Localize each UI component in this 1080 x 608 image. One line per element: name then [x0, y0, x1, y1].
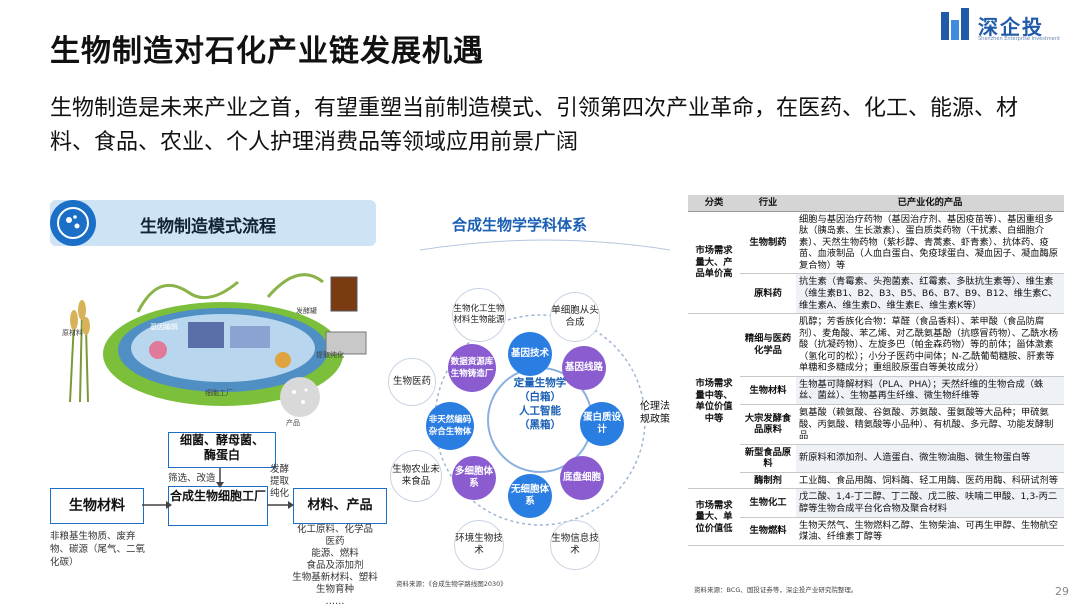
label-fermenter: 发酵罐	[296, 307, 317, 315]
table-row: 新型食品原料 新原料和添加剂、人造蛋白、微生物油脂、微生物蛋白等	[688, 444, 1064, 473]
products-note: 化工原料、化学品 医药 能源、燃料 食品及添加剂 生物基新材料、塑料 生物育种 …	[292, 524, 378, 607]
synbio-center: 定量生物学 （白箱） 人工智能 （黑箱）	[496, 376, 584, 432]
ring-multicellular: 多细胞体系	[452, 456, 496, 500]
category-cell: 市场需求量中等、单位价值中等	[688, 313, 740, 490]
ring-cell-free: 无细胞体系	[508, 474, 552, 518]
table-row: 大宗发酵食品原料 氨基酸（赖氨酸、谷氨酸、苏氨酸、蛋氨酸等大品种；甲硫氨酸、丙氨…	[688, 404, 1064, 445]
category-cell: 市场需求量大、产品单价高	[688, 211, 740, 315]
header-products: 已产业化的产品	[796, 195, 1064, 212]
product-cell: 工业酶、食品用酶、饲料酶、轻工用酶、医药用酶、科研试剂等	[796, 472, 1064, 490]
process-title: 生物制造模式流程	[140, 217, 276, 237]
product-cell: 戊二酸、1,4-丁二醇、丁二酸、戊二胺、呋喃二甲酸、1,3-丙二醇等生物合成平台…	[796, 488, 1064, 518]
product-table: 分类 行业 已产业化的产品 市场需求量大、产品单价高 生物制药 细胞与基因治疗药…	[688, 195, 1064, 546]
ring-protein-design: 蛋白质设计	[580, 402, 624, 446]
label-cell-factory: 细胞工厂	[205, 389, 233, 397]
ring-data-foundry: 数据资源库生物铸造厂	[448, 344, 496, 392]
industry-cell: 生物化工	[740, 488, 796, 518]
synbio-title: 合成生物学学科体系	[452, 216, 588, 234]
cell-factory-box: 合成生物细胞工厂	[168, 486, 268, 526]
ring-gene-tech: 基因技术	[508, 332, 552, 376]
product-cell: 生物天然气、生物燃料乙醇、生物柴油、可再生甲醇、生物航空煤油、纤维素丁醇等	[796, 517, 1064, 546]
ring-unnatural-coding: 非天然编码杂合生物体	[426, 402, 474, 450]
center-line-3: 人工智能	[519, 405, 561, 417]
product-cell: 肌醇；芳香族化合物：草醛（食品香料）、苯甲酸（食品防腐剂）、麦角酸、苯乙烯、对乙…	[796, 313, 1064, 377]
synbio-title-arc	[419, 239, 671, 251]
table-row: 市场需求量大、产品单价高 生物制药 细胞与基因治疗药物（基因治疗剂、基因疫苗等）…	[688, 211, 1064, 315]
table-row: 市场需求量大、单位价值低 生物化工 戊二酸、1,4-丁二醇、丁二酸、戊二胺、呋喃…	[688, 488, 1064, 546]
table-row: 原料药 抗生素（青霉素、头孢菌素、红霉素、多肽抗生素等）、维生素（维生素B1、B…	[688, 273, 1064, 315]
flow-arrows	[142, 468, 294, 509]
category-cell: 市场需求量大、单位价值低	[688, 488, 740, 546]
center-line-2: （白箱）	[519, 391, 561, 403]
logo-subtitle: Shenzhen Enterprise Investment	[978, 36, 1060, 42]
ferment-label: 发酵 提取 纯化	[270, 464, 290, 499]
slide-subtitle: 生物制造是未来产业之首，有望重塑当前制造模式、引领第四次产业革命，在医药、化工、…	[50, 96, 1019, 155]
raw-material-box: 生物材料	[50, 488, 144, 524]
center-line-4: （黑箱）	[519, 419, 561, 431]
industry-cell: 原料药	[740, 273, 796, 315]
table-row: 生物燃料 生物天然气、生物燃料乙醇、生物柴油、可再生甲醇、生物航空煤油、纤维素丁…	[688, 517, 1064, 546]
outer-bio-chem: 生物化工生物材料生物能源	[452, 288, 506, 342]
bio-factory-illustration	[69, 273, 367, 417]
company-logo-icon	[941, 8, 969, 40]
process-header	[50, 200, 376, 246]
table-row: 生物材料 生物基可降解材料（PLA、PHA）；天然纤维的生物合成（蛛丝、菌丝）、…	[688, 376, 1064, 406]
product-cell: 细胞与基因治疗药物（基因治疗剂、基因疫苗等）、基因重组多肽（胰岛素、生长激素）、…	[796, 211, 1064, 275]
ring-chassis-cell: 底盘细胞	[560, 456, 604, 500]
raw-material-note: 非粮基生物质、废弃物、碳源（尾气、二氧化碳）	[50, 531, 146, 568]
header-industry: 行业	[740, 195, 796, 212]
slide-title: 生物制造对石化产业链发展机遇	[50, 34, 484, 69]
industry-cell: 生物制药	[740, 211, 796, 275]
industry-cell: 酶制剂	[740, 472, 796, 490]
table-header: 分类 行业 已产业化的产品	[688, 195, 1064, 212]
industry-cell: 生物材料	[740, 376, 796, 406]
product-cell: 氨基酸（赖氨酸、谷氨酸、苏氨酸、蛋氨酸等大品种；甲硫氨酸、丙氨酸、精氨酸等小品种…	[796, 404, 1064, 445]
outer-bio-agri: 生物农业未来食品	[390, 450, 442, 502]
industry-cell: 新型食品原料	[740, 444, 796, 473]
products-box: 材料、产品	[293, 488, 387, 524]
microbes-box: 细菌、酵母菌、 酶蛋白	[168, 432, 276, 468]
outer-single-cell: 单细胞从头合成	[550, 292, 600, 342]
outer-ethics: 伦理法规政策	[640, 401, 670, 425]
synbio-source: 资料来源：《合成生物学路线图2030》	[396, 580, 507, 588]
table-row: 酶制剂 工业酶、食品用酶、饲料酶、轻工用酶、医药用酶、科研试剂等	[688, 472, 1064, 490]
center-line-1: 定量生物学	[513, 377, 567, 389]
label-gene-editing: 基因编辑	[150, 323, 178, 331]
product-cell: 抗生素（青霉素、头孢菌素、红霉素、多肽抗生素等）、维生素（维生素B1、B2、B3…	[796, 273, 1064, 315]
product-cell: 生物基可降解材料（PLA、PHA）；天然纤维的生物合成（蛛丝、菌丝）、生物基再生…	[796, 376, 1064, 406]
table-source: 资料来源：BCG、国投证券等，深企投产业研究院整理。	[694, 586, 858, 594]
product-cell: 新原料和添加剂、人造蛋白、微生物油脂、微生物蛋白等	[796, 444, 1064, 473]
outer-bioinfo: 生物信息技术	[550, 520, 600, 570]
header-category: 分类	[688, 195, 740, 212]
outer-env-bio: 环境生物技术	[454, 520, 504, 570]
industry-cell: 大宗发酵食品原料	[740, 404, 796, 445]
ring-gene-circuit: 基因线路	[562, 346, 606, 390]
industry-cell: 生物燃料	[740, 517, 796, 546]
page-number: 29	[1055, 585, 1069, 598]
cell-icon	[50, 200, 96, 246]
screen-label: 筛选、改造	[168, 473, 216, 484]
outer-bio-medicine: 生物医药	[388, 358, 436, 406]
label-product: 产品	[286, 419, 300, 427]
label-raw-materials: 原材料	[62, 329, 83, 337]
label-purification: 提取纯化	[316, 351, 344, 359]
logo-name: 深企投	[978, 15, 1044, 39]
industry-cell: 精细与医药化学品	[740, 313, 796, 377]
table-row: 市场需求量中等、单位价值中等 精细与医药化学品 肌醇；芳香族化合物：草醛（食品香…	[688, 313, 1064, 490]
